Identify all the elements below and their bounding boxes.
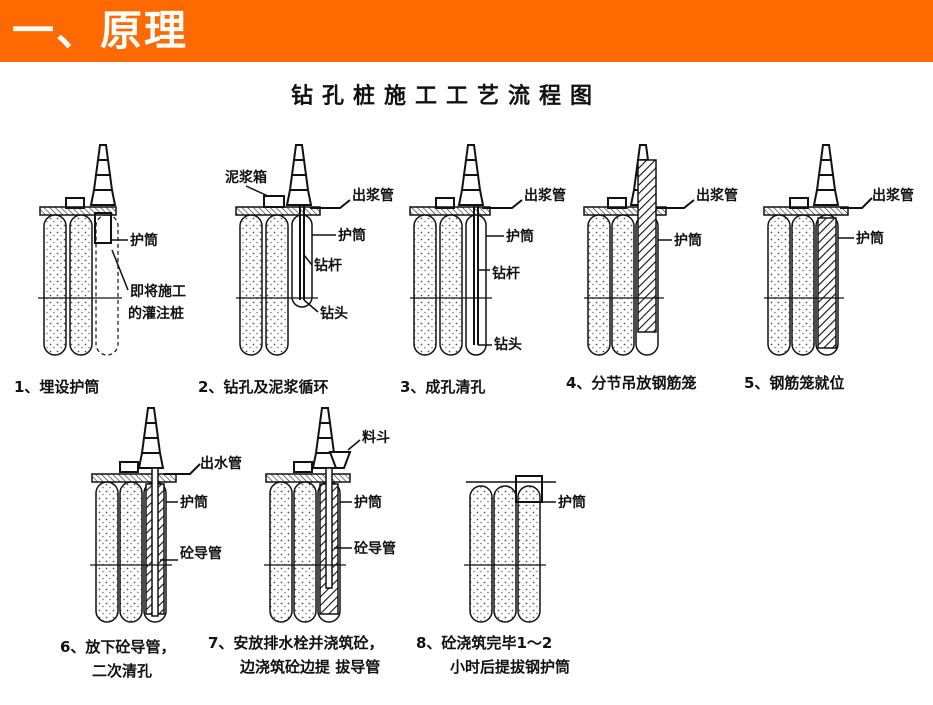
- drill-rig-tower: [293, 407, 339, 473]
- step-2: 泥浆箱 出浆管 护筒 钻杆 钻头 2、钻孔及泥浆循环: [198, 144, 394, 396]
- tremie-pipe: [151, 467, 159, 617]
- step-caption: 6、放下砼导管，: [60, 638, 175, 656]
- label-casing: 护筒: [180, 494, 208, 511]
- pile-left: [413, 214, 437, 356]
- label-pile-2: 的灌注桩: [128, 305, 184, 322]
- label-tank: 泥浆箱: [225, 169, 267, 186]
- drill-rig-tower: [65, 144, 117, 209]
- pile-mid: [439, 214, 463, 356]
- step-caption-2: 小时后提拔钢护筒: [450, 658, 570, 676]
- step-8: 护筒 8、砼浇筑完毕1～2 小时后提拔钢护筒: [416, 475, 586, 676]
- label-outlet: 出水管: [200, 455, 242, 472]
- label-casing: 护筒: [856, 230, 884, 247]
- step-caption: 3、成孔清孔: [400, 378, 485, 396]
- label-casing: 护筒: [558, 494, 586, 511]
- casing: [515, 475, 543, 503]
- title-banner: 一、原理: [0, 0, 933, 62]
- pile-mid: [791, 214, 815, 356]
- pile-left: [469, 485, 493, 623]
- label-tremie: 砼导管: [180, 545, 222, 562]
- pile-mid: [119, 481, 143, 623]
- pile-future: [95, 214, 119, 356]
- pile-mid: [265, 214, 289, 356]
- pile-mid: [611, 214, 635, 356]
- label-hopper: 料斗: [362, 429, 390, 446]
- mud-tank: [263, 195, 285, 208]
- step-1: 护筒 即将施工 的灌注桩 1、埋设护筒: [14, 144, 186, 396]
- ground-surface: [91, 473, 177, 483]
- ground-surface: [265, 473, 351, 483]
- step-caption-2: 边浇筑砼边提 拔导管: [239, 658, 380, 676]
- pile-mid: [493, 485, 517, 623]
- label-pile: 即将施工: [130, 283, 186, 300]
- step-4: 出浆管 护筒 4、分节吊放钢筋笼: [566, 144, 738, 392]
- borehole: [291, 214, 313, 308]
- ground-surface: [763, 206, 849, 216]
- label-casing: 护筒: [130, 232, 158, 249]
- casing: [94, 212, 112, 244]
- borehole: [465, 214, 487, 356]
- pile-left: [239, 214, 263, 356]
- step-caption-2: 二次清孔: [92, 662, 152, 680]
- label-casing: 护筒: [338, 227, 366, 244]
- drilled-pile-process-diagram: 钻孔桩施工工艺流程图 护筒 即将施工 的灌注桩 1、埋设护筒: [14, 83, 914, 680]
- step-caption: 8、砼浇筑完毕1～2: [416, 634, 552, 652]
- rebar-cage: [637, 159, 657, 333]
- diagram-title: 钻孔桩施工工艺流程图: [291, 83, 601, 109]
- label-casing: 护筒: [674, 232, 702, 249]
- step-5: 出浆管 护筒 5、钢筋笼就位: [744, 144, 914, 392]
- tremie-pipe: [325, 467, 333, 589]
- drill-rig-tower: [285, 144, 313, 206]
- label-outlet: 出浆管: [872, 187, 914, 204]
- page-title: 一、原理: [12, 6, 189, 55]
- step-7: 料斗 护筒 砼导管 7、安放排水栓并浇筑砼， 边浇筑砼边提 拔导管: [208, 407, 396, 676]
- label-bit: 钻头: [320, 305, 348, 322]
- step-caption: 4、分节吊放钢筋笼: [566, 374, 696, 392]
- step-6: 出水管 护筒 砼导管 6、放下砼导管， 二次清孔: [60, 407, 242, 680]
- step-3: 出浆管 护筒 钻杆 钻头 3、成孔清孔: [400, 144, 566, 396]
- label-rod: 钻杆: [314, 257, 342, 274]
- step-caption: 5、钢筋笼就位: [744, 374, 844, 392]
- pile-mid: [293, 481, 317, 623]
- rebar-cage: [817, 217, 837, 349]
- pile-new: [517, 485, 541, 623]
- pile-left: [587, 214, 611, 356]
- pile-left: [43, 214, 67, 356]
- step-caption: 2、钻孔及泥浆循环: [198, 378, 328, 396]
- hopper: [328, 451, 352, 469]
- pile-left: [269, 481, 293, 623]
- drill-rig-tower: [435, 144, 485, 209]
- label-tremie: 砼导管: [354, 540, 396, 557]
- label-bit: 钻头: [494, 336, 522, 353]
- label-outlet: 出浆管: [352, 187, 394, 204]
- label-outlet: 出浆管: [696, 187, 738, 204]
- label-casing: 护筒: [354, 494, 382, 511]
- step-caption: 1、埋设护筒: [14, 378, 99, 396]
- drill-rig-tower: [789, 144, 840, 209]
- drill-rig-tower: [119, 407, 165, 473]
- ground-surface: [235, 206, 321, 216]
- label-rod: 钻杆: [492, 265, 520, 282]
- pile-left: [767, 214, 791, 356]
- pile-right: [69, 214, 93, 356]
- label-casing: 护筒: [506, 228, 534, 245]
- step-caption: 7、安放排水栓并浇筑砼，: [208, 634, 383, 652]
- label-outlet: 出浆管: [524, 187, 566, 204]
- pile-left: [95, 481, 119, 623]
